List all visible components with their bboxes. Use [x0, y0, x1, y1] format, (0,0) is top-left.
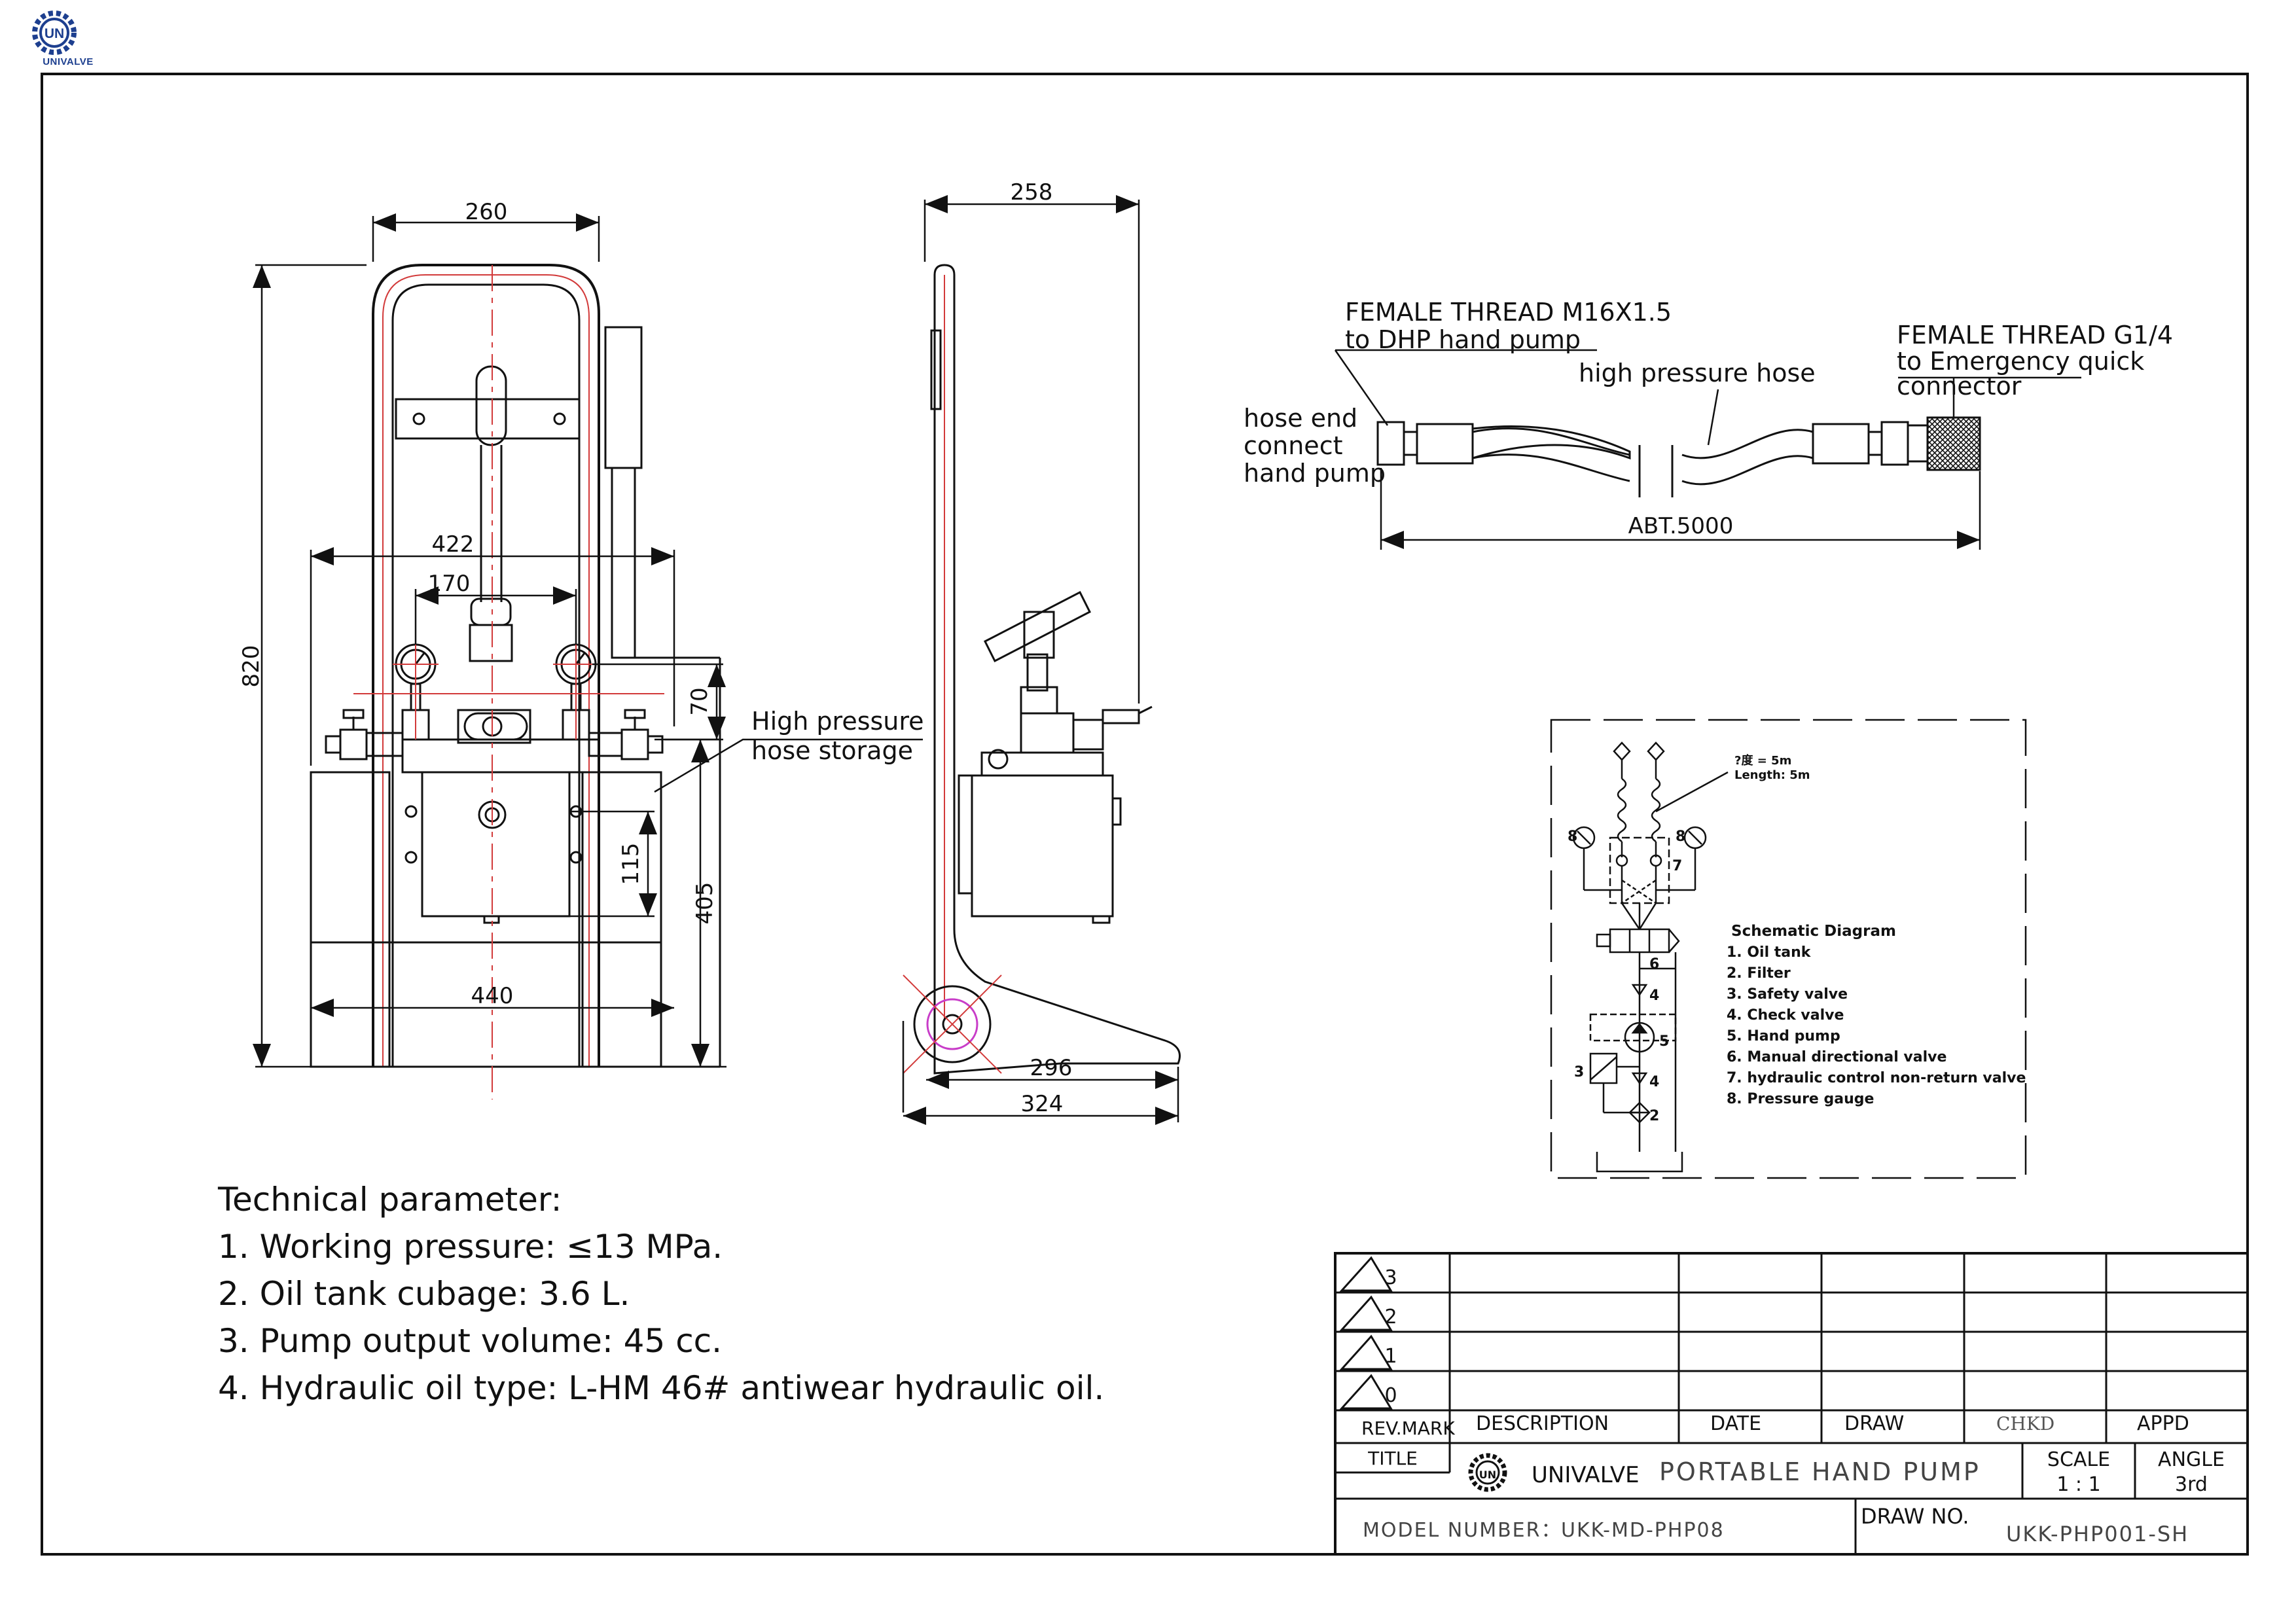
- title-block: [1334, 1252, 2249, 1556]
- legend-8: 8. Pressure gauge: [1727, 1091, 1874, 1107]
- dim-170: 170: [428, 571, 471, 597]
- legend-3: 3. Safety valve: [1727, 986, 1848, 1003]
- technical-parameters: Technical parameter: 1. Working pressure…: [217, 1181, 1104, 1407]
- logo-mark: UN: [45, 26, 64, 41]
- rev-3: 3: [1384, 1266, 1397, 1289]
- appd-header: APPD: [2137, 1412, 2189, 1435]
- dim-405: 405: [692, 882, 718, 925]
- hose-end-note-1: hose end: [1244, 404, 1357, 433]
- schematic-num-4a: 4: [1649, 988, 1659, 1004]
- front-view: [310, 264, 721, 1099]
- schematic-length-en: Length: 5m: [1734, 768, 1810, 782]
- dim-260: 260: [465, 199, 508, 225]
- schematic-title: Schematic Diagram: [1731, 923, 1896, 940]
- schematic-num-8b: 8: [1676, 829, 1685, 845]
- hose-end-note-3: hand pump: [1244, 459, 1386, 488]
- legend-6: 6. Manual directional valve: [1727, 1049, 1946, 1065]
- legend-2: 2. Filter: [1727, 965, 1791, 982]
- schematic-num-2: 2: [1649, 1108, 1659, 1124]
- dim-440: 440: [471, 983, 514, 1009]
- angle-label: ANGLE: [2158, 1448, 2225, 1471]
- side-view: [903, 264, 1181, 1075]
- schematic-num-5: 5: [1659, 1033, 1669, 1050]
- logo-caption: UNIVALVE: [43, 56, 94, 67]
- title-label: TITLE: [1367, 1448, 1418, 1469]
- rev-mark-header: REV.MARK: [1361, 1418, 1455, 1439]
- hose-dimension: [1334, 349, 2081, 550]
- model-number-label: MODEL NUMBER：: [1363, 1519, 1562, 1542]
- front-view-dimensions: [253, 213, 923, 1068]
- dim-258: 258: [1011, 179, 1053, 205]
- chkd-header: CHKD: [1996, 1413, 2054, 1435]
- hose-left-note-1: FEMALE THREAD M16X1.5: [1345, 298, 1672, 327]
- hose-right-note-1: FEMALE THREAD G1/4: [1897, 321, 2173, 349]
- hose-left-note-2: to DHP hand pump: [1345, 325, 1581, 354]
- tech-item-4: 4. Hydraulic oil type: L-HM 46# antiwear…: [218, 1369, 1104, 1407]
- draw-no-value: UKK-PHP001-SH: [2006, 1522, 2189, 1546]
- dim-296: 296: [1030, 1055, 1073, 1081]
- angle-value: 3rd: [2175, 1473, 2208, 1496]
- scale-label: SCALE: [2047, 1448, 2110, 1471]
- schematic-diagram: [1550, 719, 2027, 1179]
- date-header: DATE: [1710, 1412, 1761, 1435]
- draw-no-label: DRAW NO.: [1861, 1504, 1969, 1529]
- dim-115: 115: [618, 843, 644, 885]
- dim-324: 324: [1021, 1091, 1064, 1117]
- scale-value: 1 : 1: [2056, 1473, 2100, 1496]
- schematic-num-3: 3: [1574, 1064, 1584, 1080]
- tech-item-3: 3. Pump output volume: 45 cc.: [218, 1322, 722, 1360]
- hose-length-dim: ABT.5000: [1628, 513, 1734, 539]
- title-logo-mark: UN: [1479, 1469, 1496, 1481]
- hose-middle-note: high pressure hose: [1579, 359, 1816, 387]
- rev-1: 1: [1384, 1345, 1397, 1368]
- hose-storage-label-2: hose storage: [751, 736, 913, 765]
- schematic-num-4b: 4: [1649, 1074, 1659, 1090]
- schematic-length-cn: ?度 = 5m: [1734, 753, 1791, 768]
- rev-2: 2: [1384, 1306, 1397, 1329]
- company-name: UNIVALVE: [1532, 1462, 1640, 1488]
- hose-assembly: [1376, 416, 1981, 497]
- legend-4: 4. Check valve: [1727, 1007, 1844, 1024]
- legend-1: 1. Oil tank: [1727, 944, 1812, 961]
- schematic-num-7: 7: [1672, 858, 1682, 874]
- hose-right-note-2: to Emergency quick: [1897, 347, 2144, 376]
- draw-header: DRAW: [1844, 1412, 1904, 1435]
- legend-7: 7. hydraulic control non-return valve: [1727, 1070, 2026, 1086]
- rev-0: 0: [1384, 1384, 1397, 1407]
- legend-5: 5. Hand pump: [1727, 1028, 1840, 1044]
- tech-item-2: 2. Oil tank cubage: 3.6 L.: [218, 1275, 630, 1313]
- dim-820: 820: [238, 645, 264, 688]
- dim-422: 422: [432, 531, 475, 558]
- description-header: DESCRIPTION: [1476, 1412, 1609, 1435]
- product-title: PORTABLE HAND PUMP: [1659, 1457, 1981, 1486]
- univalve-logo: UN: [32, 10, 77, 55]
- side-view-dimensions: [902, 195, 1179, 1125]
- hose-storage-label-1: High pressure: [751, 707, 924, 736]
- tech-heading: Technical parameter:: [217, 1181, 562, 1219]
- hose-right-note-3: connector: [1897, 372, 2022, 401]
- schematic-num-8a: 8: [1568, 829, 1577, 845]
- tech-item-1: 1. Working pressure: ≤13 MPa.: [218, 1228, 723, 1266]
- schematic-num-6: 6: [1649, 956, 1659, 972]
- hose-end-note-2: connect: [1244, 431, 1342, 460]
- dim-70: 70: [687, 687, 713, 715]
- model-number-value: UKK-MD-PHP08: [1561, 1519, 1725, 1542]
- sheet-border: [41, 73, 2249, 1556]
